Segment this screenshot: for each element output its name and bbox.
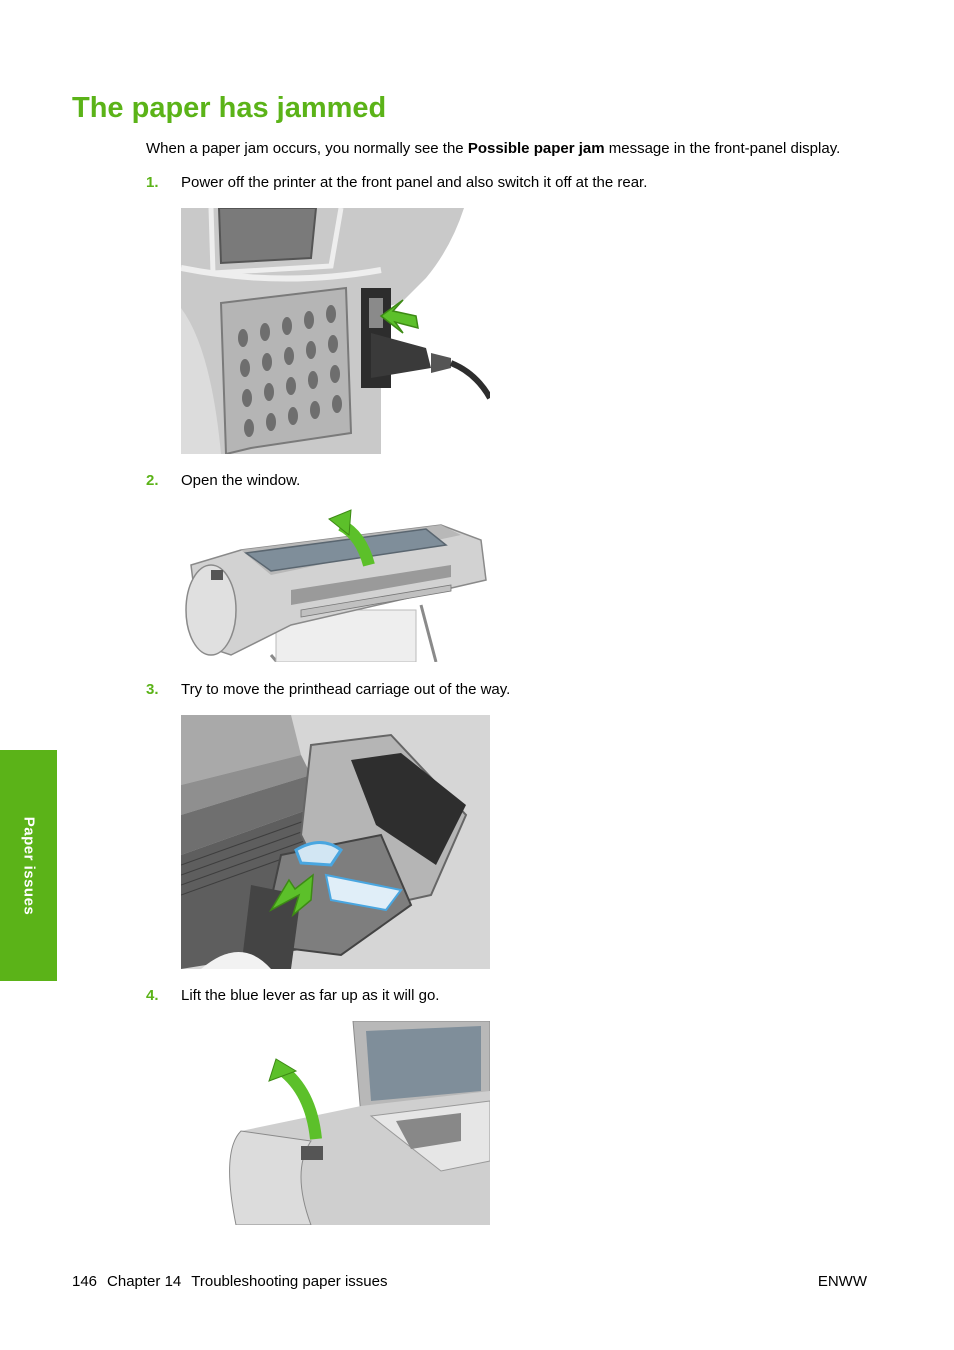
printhead-carriage-illustration [181,715,490,969]
footer-right: ENWW [817,1273,867,1290]
footer-left: 146 Chapter 14 Troubleshooting paper issue… [72,1273,397,1290]
step-4-text: Lift the blue lever as far up as it will… [181,987,440,1004]
step-4-number: 4. [146,987,159,1004]
footer-chapter-title: Troubleshooting paper issues [191,1273,388,1290]
step-1-text: Power off the printer at the front panel… [181,174,648,191]
step-2-text: Open the window. [181,472,301,489]
step-2-number: 2. [146,472,159,489]
chapter-side-tab: Paper issues [0,750,57,981]
page-number: 146 [72,1273,98,1290]
open-window-illustration [181,505,490,662]
side-tab-label: Paper issues [20,816,37,915]
power-switch-illustration [181,208,490,454]
intro-text-start: When a paper jam occurs, you normally se… [146,140,468,157]
footer-chapter: Chapter 14 [107,1273,182,1290]
step-3-text: Try to move the printhead carriage out o… [181,681,511,698]
intro-message-name: Possible paper jam [467,140,605,157]
blue-lever-illustration [181,1021,490,1225]
page-title: The paper has jammed [72,92,387,124]
step-1-number: 1. [146,174,159,191]
intro-paragraph: When a paper jam occurs, you normally se… [146,140,886,158]
step-3-number: 3. [146,681,159,698]
intro-text-end: message in the front-panel display. [604,140,841,157]
